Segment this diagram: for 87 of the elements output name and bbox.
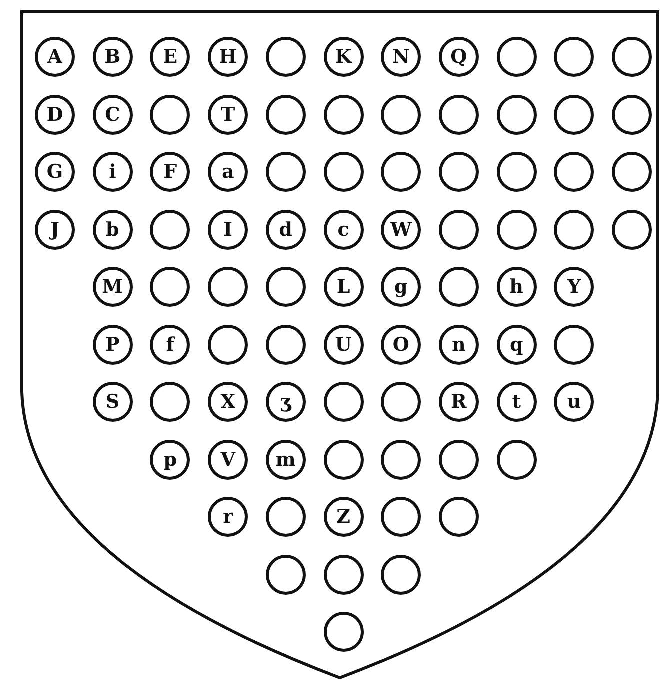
letter-circle: G bbox=[35, 152, 75, 192]
empty-circle bbox=[266, 37, 306, 77]
letter-circle: S bbox=[92, 382, 133, 422]
empty-circle bbox=[381, 440, 422, 480]
empty-circle bbox=[150, 94, 190, 134]
empty-circle bbox=[438, 152, 479, 192]
empty-circle bbox=[324, 382, 364, 422]
letter-circle: K bbox=[324, 37, 364, 77]
letter-circle: q bbox=[496, 324, 537, 364]
letter-circle: V bbox=[208, 440, 248, 480]
empty-circle bbox=[438, 440, 479, 480]
letter-circle: h bbox=[496, 267, 537, 307]
letter-circle: Z bbox=[324, 497, 364, 537]
empty-circle bbox=[438, 94, 479, 134]
letter-circle: A bbox=[35, 37, 75, 77]
empty-circle bbox=[324, 94, 364, 134]
empty-circle bbox=[381, 152, 422, 192]
empty-circle bbox=[438, 267, 479, 307]
empty-circle bbox=[266, 324, 306, 364]
empty-circle bbox=[381, 554, 422, 594]
letter-circle: p bbox=[150, 440, 190, 480]
empty-circle bbox=[438, 497, 479, 537]
empty-circle bbox=[381, 382, 422, 422]
empty-circle bbox=[150, 267, 190, 307]
empty-circle bbox=[612, 37, 652, 77]
empty-circle bbox=[381, 497, 422, 537]
empty-circle bbox=[150, 382, 190, 422]
letter-circle: U bbox=[324, 324, 364, 364]
empty-circle bbox=[438, 210, 479, 250]
letter-circle: u bbox=[554, 382, 594, 422]
letter-circle: E bbox=[150, 37, 190, 77]
empty-circle bbox=[266, 152, 306, 192]
empty-circle bbox=[324, 554, 364, 594]
letter-circle: m bbox=[266, 440, 306, 480]
empty-circle bbox=[324, 152, 364, 192]
letter-circle: d bbox=[266, 210, 306, 250]
empty-circle bbox=[554, 152, 594, 192]
empty-circle bbox=[554, 94, 594, 134]
letter-circle: a bbox=[208, 152, 248, 192]
empty-circle bbox=[496, 440, 537, 480]
letter-circle: P bbox=[92, 324, 133, 364]
empty-circle bbox=[612, 152, 652, 192]
letter-circle: b bbox=[92, 210, 133, 250]
letter-circle: X bbox=[208, 382, 248, 422]
empty-circle bbox=[266, 497, 306, 537]
empty-circle bbox=[554, 324, 594, 364]
letter-circle: T bbox=[208, 94, 248, 134]
empty-circle bbox=[381, 94, 422, 134]
empty-circle bbox=[208, 267, 248, 307]
empty-circle bbox=[208, 324, 248, 364]
letter-circle: B bbox=[92, 37, 133, 77]
letter-circle: Y bbox=[554, 267, 594, 307]
empty-circle bbox=[496, 152, 537, 192]
letter-circle: R bbox=[438, 382, 479, 422]
letter-circle: ʒ bbox=[266, 382, 306, 422]
letter-circle: H bbox=[208, 37, 248, 77]
letter-circle: I bbox=[208, 210, 248, 250]
letter-circle: g bbox=[381, 267, 422, 307]
letter-circle: Q bbox=[438, 37, 479, 77]
letter-circle: c bbox=[324, 210, 364, 250]
letter-circle: M bbox=[92, 267, 133, 307]
empty-circle bbox=[496, 210, 537, 250]
letter-circle: L bbox=[324, 267, 364, 307]
letter-circle: t bbox=[496, 382, 537, 422]
letter-circle: i bbox=[92, 152, 133, 192]
letter-circle: f bbox=[150, 324, 190, 364]
letter-circle: r bbox=[208, 497, 248, 537]
letter-circle: J bbox=[35, 210, 75, 250]
letter-circle: W bbox=[381, 210, 422, 250]
empty-circle bbox=[496, 37, 537, 77]
letter-circle: O bbox=[381, 324, 422, 364]
letter-circle: F bbox=[150, 152, 190, 192]
empty-circle bbox=[150, 210, 190, 250]
empty-circle bbox=[266, 94, 306, 134]
letter-circle: n bbox=[438, 324, 479, 364]
empty-circle bbox=[612, 210, 652, 250]
empty-circle bbox=[554, 37, 594, 77]
letter-circle: C bbox=[92, 94, 133, 134]
empty-circle bbox=[324, 612, 364, 652]
empty-circle bbox=[266, 267, 306, 307]
letter-circle: N bbox=[381, 37, 422, 77]
empty-circle bbox=[496, 94, 537, 134]
empty-circle bbox=[324, 440, 364, 480]
letter-circle: D bbox=[35, 94, 75, 134]
empty-circle bbox=[554, 210, 594, 250]
empty-circle bbox=[612, 94, 652, 134]
empty-circle bbox=[266, 554, 306, 594]
